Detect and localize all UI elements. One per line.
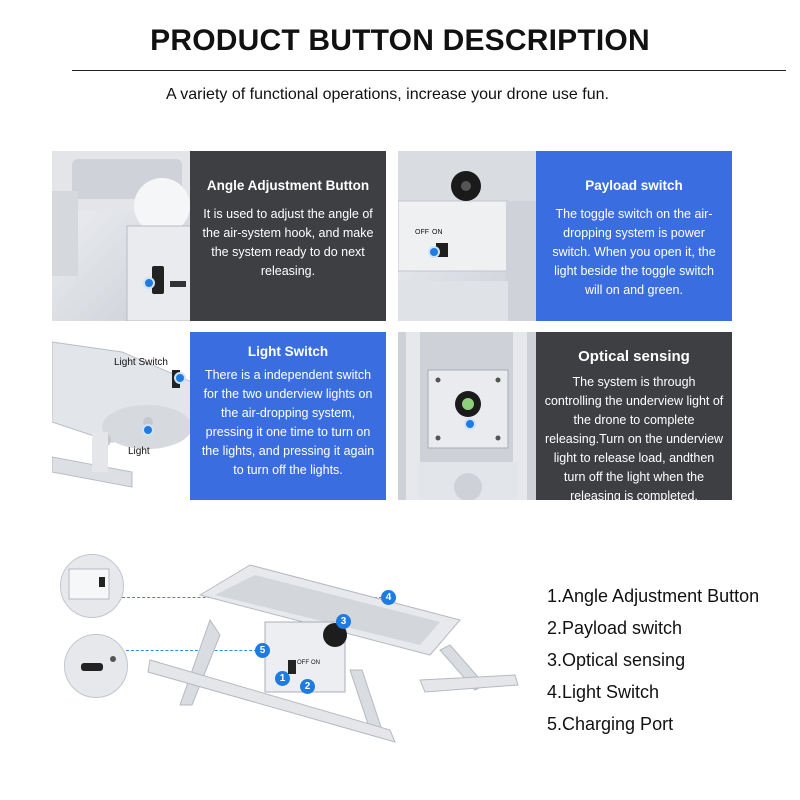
light-switch-label: Light Switch: [114, 357, 168, 368]
page-subtitle: A variety of functional operations, incr…: [166, 86, 609, 103]
switch-off-label: OFF: [297, 660, 309, 666]
marker-3: 3: [336, 614, 351, 629]
panel-text: The system is through controlling the un…: [544, 375, 724, 500]
legend-item: 5.Charging Port: [547, 714, 674, 734]
panel-heading: Angle Adjustment Button: [206, 178, 370, 193]
leader-line-5: [126, 650, 262, 651]
light-switch-marker: [174, 372, 186, 384]
legend-item: 2.Payload switch: [547, 618, 683, 638]
marker-1: 1: [275, 671, 290, 686]
legend-item: 1.Angle Adjustment Button: [547, 586, 760, 606]
marker-2: 2: [300, 679, 315, 694]
payload-switch-photo: OFF ON: [398, 151, 538, 321]
switch-on-label: ON: [311, 660, 320, 666]
component-legend: 1.Angle Adjustment Button 2.Payload swit…: [547, 580, 759, 740]
title-divider: [72, 70, 786, 71]
panel-text: The toggle switch on the air-dropping sy…: [552, 207, 716, 297]
light-switch-thumbnail: [60, 554, 124, 618]
payload-switch-marker: [428, 246, 440, 258]
panel-angle-adjustment: Angle Adjustment Button It is used to ad…: [190, 151, 386, 321]
light-marker: [142, 424, 154, 436]
panel-heading: Light Switch: [247, 344, 329, 359]
marker-4: 4: [381, 590, 396, 605]
legend-item: 4.Light Switch: [547, 682, 660, 702]
panel-light-switch: Light Switch There is a independent swit…: [190, 332, 386, 500]
off-label: OFF: [415, 229, 429, 236]
light-label: Light: [128, 446, 150, 457]
page-title: PRODUCT BUTTON DESCRIPTION: [150, 24, 650, 57]
panel-heading: Payload switch: [585, 178, 683, 193]
light-switch-photo: Light Switch Light: [52, 332, 192, 500]
air-drop-system-illustration: [147, 564, 519, 743]
payload-switch-closeup: [398, 151, 538, 321]
drone-mount-closeup: [52, 151, 192, 321]
marker-5: 5: [255, 643, 270, 658]
legend-item: 3.Optical sensing: [547, 650, 686, 670]
charging-port-thumbnail: [64, 634, 128, 698]
panel-text: It is used to adjust the angle of the ai…: [202, 207, 374, 278]
panel-optical-sensing: Optical sensing The system is through co…: [536, 332, 732, 500]
angle-button-marker: [143, 277, 155, 289]
on-label: ON: [432, 229, 443, 236]
optical-sensing-photo: [398, 332, 538, 500]
panel-heading: Optical sensing: [578, 348, 690, 365]
panel-payload-switch: Payload switch The toggle switch on the …: [536, 151, 732, 321]
angle-button-photo: [52, 151, 192, 321]
optical-sensor-marker: [464, 418, 476, 430]
optical-sensor-closeup: [398, 332, 538, 500]
panel-text: There is a independent switch for the tw…: [201, 368, 375, 477]
